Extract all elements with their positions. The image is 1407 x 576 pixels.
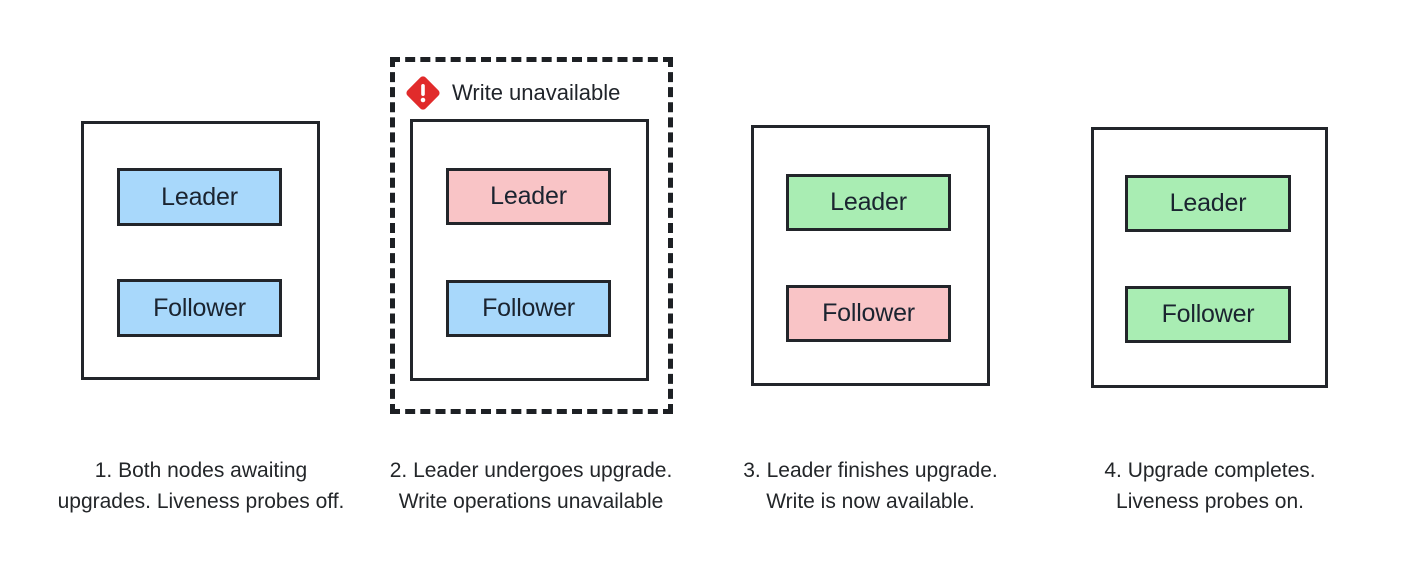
node-chip-follower-2: Follower <box>446 280 611 337</box>
caption-line: 2. Leader undergoes upgrade. <box>389 459 673 482</box>
node-container-4 <box>1091 127 1328 388</box>
node-chip-follower-3: Follower <box>786 285 951 342</box>
write-unavailable-banner: Write unavailable <box>404 74 620 112</box>
node-container-1 <box>81 121 320 380</box>
caption-line: upgrades. Liveness probes off. <box>57 490 345 513</box>
node-chip-label: Leader <box>1169 189 1247 217</box>
node-chip-follower-1: Follower <box>117 279 282 337</box>
caption-line: 4. Upgrade completes. <box>1104 459 1316 482</box>
caption-line: 3. Leader finishes upgrade. <box>743 459 998 482</box>
node-chip-label: Follower <box>482 294 575 322</box>
node-chip-leader-1: Leader <box>117 168 282 226</box>
write-unavailable-frame <box>390 57 673 414</box>
node-chip-label: Leader <box>830 188 907 216</box>
node-chip-leader-4: Leader <box>1125 175 1291 232</box>
write-unavailable-label: Write unavailable <box>452 80 621 105</box>
panel-caption-1: 1. Both nodes awaiting upgrades. Livenes… <box>10 455 392 517</box>
node-chip-follower-4: Follower <box>1125 286 1291 343</box>
node-chip-label: Follower <box>1161 300 1255 328</box>
caption-line: 1. Both nodes awaiting <box>94 459 308 482</box>
warning-diamond-icon <box>406 76 440 110</box>
node-container-2 <box>410 119 649 381</box>
panel-caption-3: 3. Leader finishes upgrade. Write is now… <box>718 455 1023 517</box>
node-chip-leader-3: Leader <box>786 174 951 231</box>
node-container-3 <box>751 125 990 386</box>
node-chip-label: Follower <box>822 299 915 327</box>
caption-line: Write operations unavailable <box>398 490 664 513</box>
node-chip-label: Leader <box>490 182 567 210</box>
caption-line: Liveness probes on. <box>1116 490 1304 513</box>
node-chip-leader-2: Leader <box>446 168 611 225</box>
caption-line: Write is now available. <box>766 490 975 513</box>
panel-caption-2: 2. Leader undergoes upgrade. Write opera… <box>371 455 691 517</box>
node-chip-label: Follower <box>153 293 246 322</box>
panel-caption-4: 4. Upgrade completes. Liveness probes on… <box>1059 455 1361 517</box>
node-chip-label: Leader <box>161 182 238 211</box>
